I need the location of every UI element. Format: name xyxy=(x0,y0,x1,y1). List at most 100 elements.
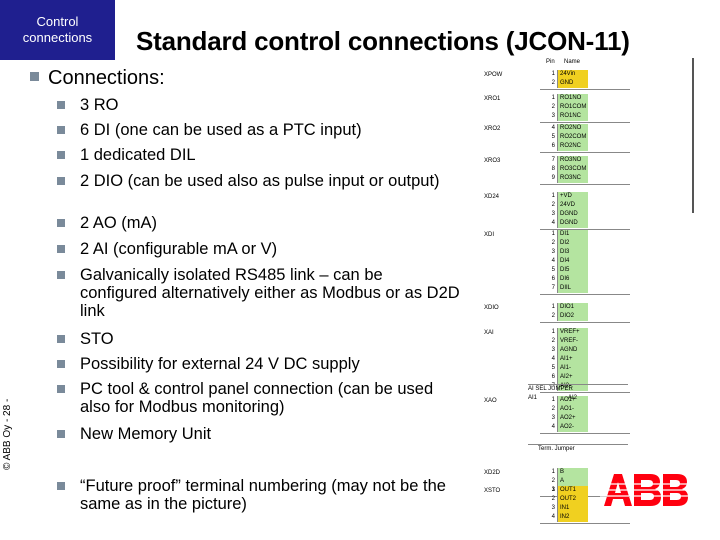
terminal-name: RO1NC xyxy=(558,112,588,121)
terminal-pin: 5 xyxy=(540,266,558,275)
terminal-name: 24Vin xyxy=(558,70,588,79)
terminal-pin: 2 xyxy=(540,337,558,346)
diagram-border-line xyxy=(692,58,694,213)
terminal-pin: 2 xyxy=(540,405,558,414)
terminal-pin: 1 xyxy=(540,468,558,477)
terminal-name: OUT1 xyxy=(558,486,588,495)
bullet-marker xyxy=(57,482,65,490)
terminal-group-label: XD24 xyxy=(484,194,500,200)
terminal-name: RO3COM xyxy=(558,165,588,174)
bullet-marker xyxy=(57,177,65,185)
connection-item: “Future proof” terminal numbering (may n… xyxy=(80,477,446,513)
terminal-name: RO3NC xyxy=(558,174,588,183)
connection-item: 2 DIO (can be used also as pulse input o… xyxy=(80,172,440,190)
terminal-pin: 3 xyxy=(540,346,558,355)
terminal-pin: 2 xyxy=(540,477,558,486)
terminal-pin: 7 xyxy=(540,382,558,391)
pin-header: Pin xyxy=(546,59,555,65)
terminal-name: AO1+ xyxy=(558,396,588,405)
terminal-name: DI5 xyxy=(558,266,588,275)
terminal-pin: 4 xyxy=(540,219,558,228)
bullet-marker xyxy=(57,335,65,343)
copyright-side-text: © ABB Oy - 28 - xyxy=(2,398,13,470)
terminal-pin: 6 xyxy=(540,142,558,151)
group-separator xyxy=(540,433,630,434)
terminal-group-label: XPOW xyxy=(484,72,503,78)
terminal-name: GND xyxy=(558,79,588,88)
bullet-marker xyxy=(57,430,65,438)
terminal-group-label: XRO1 xyxy=(484,96,501,102)
group-separator xyxy=(540,523,630,524)
terminal-pin: 1 xyxy=(540,94,558,103)
abb-logo xyxy=(600,474,690,506)
terminal-pin: 5 xyxy=(540,133,558,142)
terminal-pin: 3 xyxy=(540,210,558,219)
terminal-name: DI3 xyxy=(558,248,588,257)
terminal-pin: 7 xyxy=(540,284,558,293)
bullet-marker xyxy=(57,271,65,279)
bullet-marker xyxy=(57,360,65,368)
terminal-group-label: XRO2 xyxy=(484,126,501,132)
terminal-pin: 4 xyxy=(540,257,558,266)
terminal-name: DGND xyxy=(558,219,588,228)
connection-item: PC tool & control panel connection (can … xyxy=(80,380,434,416)
terminal-name: IN2 xyxy=(558,513,588,522)
bullet-marker xyxy=(57,219,65,227)
terminal-name: AGND xyxy=(558,346,588,355)
group-separator xyxy=(540,184,630,185)
terminal-name: AI1+ xyxy=(558,355,588,364)
terminal-pin: 6 xyxy=(540,373,558,382)
group-separator xyxy=(540,152,630,153)
group-separator xyxy=(540,322,630,323)
terminal-name: AO2- xyxy=(558,423,588,432)
terminal-group-label: XRO3 xyxy=(484,158,501,164)
terminal-name: VREF+ xyxy=(558,328,588,337)
terminal-pin: 4 xyxy=(540,513,558,522)
terminal-group-label: XD2D xyxy=(484,470,501,476)
term-jumper-label: Term. Jumper xyxy=(538,446,575,452)
ai-jumper-title: AI SEL JUMPER xyxy=(528,386,573,392)
connection-item: 6 DI (one can be used as a PTC input) xyxy=(80,121,362,139)
terminal-name: RO1COM xyxy=(558,103,588,112)
terminal-pin: 1 xyxy=(540,70,558,79)
terminal-name: AO2+ xyxy=(558,414,588,423)
terminal-name: DI6 xyxy=(558,275,588,284)
connection-item: 3 RO xyxy=(80,96,119,114)
terminal-pin: 1 xyxy=(540,328,558,337)
main-bullet: Connections: xyxy=(48,67,165,89)
terminal-pin: 2 xyxy=(540,239,558,248)
terminal-name: AO1- xyxy=(558,405,588,414)
terminal-pin: 2 xyxy=(540,495,558,504)
terminal-name: DI2 xyxy=(558,239,588,248)
terminal-pin: 6 xyxy=(540,275,558,284)
main-bullet-marker xyxy=(30,72,39,81)
term-jumper: Term. Jumper xyxy=(528,444,628,455)
terminal-name: RO1NO xyxy=(558,94,588,103)
terminal-pin: 3 xyxy=(540,112,558,121)
terminal-pin: 1 xyxy=(540,486,558,495)
terminal-name: VREF- xyxy=(558,337,588,346)
